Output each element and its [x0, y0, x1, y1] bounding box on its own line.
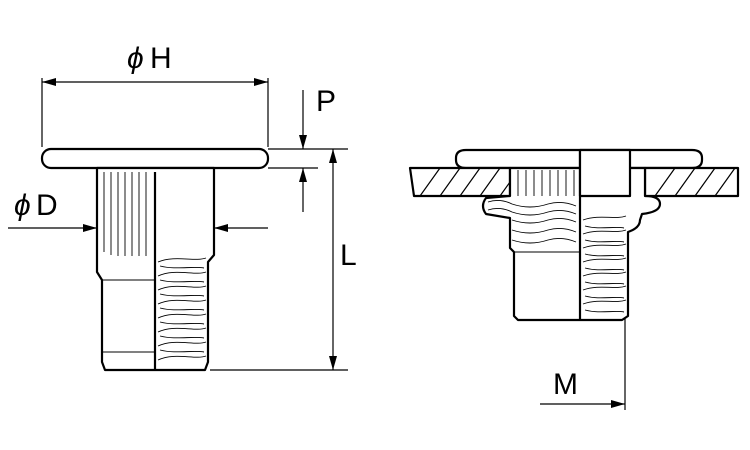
bore-top: [578, 148, 632, 198]
rivet-nut-installed-view: M: [408, 148, 740, 410]
sheet-plate: [408, 166, 740, 198]
flange: [40, 147, 270, 170]
installed-knurl: [487, 170, 577, 244]
label-H: H: [150, 42, 172, 75]
dimension-P: P: [268, 85, 336, 212]
diameter-symbol-H: ϕ: [127, 42, 144, 75]
installed-body: [481, 166, 662, 322]
diameter-symbol-D: ϕ: [14, 189, 31, 222]
rivet-nut-side-view: ϕ H P L ϕ D: [8, 42, 357, 372]
knurl-lines: [103, 172, 147, 256]
dimension-L: L: [210, 148, 357, 371]
label-M: M: [553, 368, 578, 401]
dimension-M: M: [540, 318, 626, 410]
label-P: P: [316, 85, 336, 118]
installed-internal-thread: [582, 215, 627, 313]
dimension-D: ϕ D: [8, 189, 268, 232]
dimension-H: ϕ H: [41, 42, 269, 147]
label-D: D: [36, 189, 58, 222]
internal-thread: [157, 257, 207, 361]
label-L: L: [340, 239, 357, 272]
